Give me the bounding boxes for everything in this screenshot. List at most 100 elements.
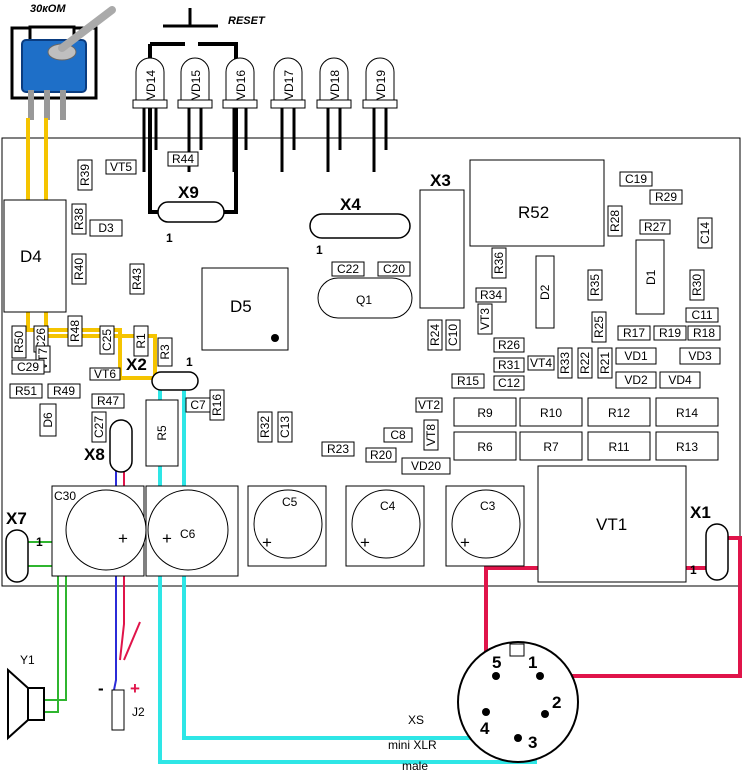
ic-d4	[3, 199, 67, 313]
part-label: R10	[540, 406, 562, 420]
pin-1-label: 1	[186, 355, 193, 369]
part-r28: R28	[607, 205, 623, 237]
pin-1-label: 1	[166, 231, 173, 245]
part-label: C20	[383, 262, 405, 276]
part-r31: R31	[493, 357, 525, 373]
part-r27: R27	[639, 219, 671, 235]
connector-x3	[419, 189, 465, 309]
xlr-pin-2: 2	[552, 693, 561, 712]
cap-c4: C4 +	[345, 485, 425, 567]
part-label: R15	[457, 374, 479, 388]
part-r23: R23	[321, 441, 355, 457]
d1-label: D1	[644, 269, 658, 285]
part-label: R7	[543, 440, 559, 454]
cap-c5: C5 +	[247, 485, 327, 567]
part-label: R21	[598, 352, 612, 374]
part-r14: R14	[655, 397, 719, 427]
svg-text:+: +	[118, 529, 128, 548]
part-label: R26	[498, 338, 520, 352]
part-label: D3	[98, 221, 114, 235]
crystal-q1	[317, 277, 413, 319]
led-vd14: VD14	[132, 57, 168, 172]
part-r18: R18	[687, 325, 721, 341]
reset-button: RESET	[163, 8, 266, 28]
part-label: R13	[676, 440, 698, 454]
part-label: C27	[92, 416, 106, 438]
part-r6: R6	[453, 431, 517, 461]
part-label: R22	[578, 352, 592, 374]
part-r20: R20	[365, 447, 397, 463]
part-r36: R36	[491, 247, 507, 279]
part-label: R5	[155, 425, 169, 441]
pin-1-label: 1	[316, 243, 323, 257]
reset-label: RESET	[228, 15, 266, 27]
led-vd15: VD15	[177, 57, 213, 172]
part-r11: R11	[587, 431, 651, 461]
part-label: R49	[53, 384, 75, 398]
part-r13: R13	[655, 431, 719, 461]
svg-text:+: +	[460, 533, 470, 552]
part-r35: R35	[587, 269, 603, 301]
part-label: R19	[659, 326, 681, 340]
part-label: R20	[370, 448, 392, 462]
part-label: C29	[17, 360, 39, 374]
jack-minus: -	[98, 679, 104, 698]
svg-text:C5: C5	[282, 495, 298, 509]
led-vd19: VD19	[362, 57, 398, 172]
part-label: D6	[41, 412, 55, 428]
part-label: R11	[608, 440, 629, 454]
part-label: C7	[190, 398, 206, 412]
part-label: R38	[72, 208, 86, 230]
connector-x3-label: X3	[430, 171, 451, 190]
part-label: R25	[592, 316, 606, 338]
part-r24: R24	[427, 319, 443, 351]
xlr-type: mini XLR	[388, 738, 437, 752]
part-vd2: VD2	[615, 371, 657, 389]
part-label: R31	[498, 358, 520, 372]
part-label: R14	[676, 406, 698, 420]
connector-x8	[109, 419, 133, 473]
cap-c3: C3 +	[445, 485, 525, 567]
part-label: VT8	[424, 424, 438, 446]
part-vt2: VT2	[415, 397, 443, 413]
part-r21: R21	[597, 347, 613, 379]
part-label: R29	[655, 190, 677, 204]
toggle-lever	[58, 6, 116, 52]
part-r34: R34	[475, 287, 507, 303]
connector-x7-label: X7	[6, 509, 27, 528]
d4-label: D4	[20, 247, 42, 266]
speaker-label: Y1	[20, 653, 35, 667]
part-r49: R49	[47, 383, 81, 399]
part-label: R24	[428, 324, 442, 346]
part-r1: R1	[133, 325, 149, 357]
part-d3: D3	[89, 219, 123, 237]
part-r50: R50	[11, 325, 27, 359]
connector-x1-label: X1	[690, 503, 711, 522]
part-label: VD4	[668, 373, 692, 387]
led-vd18: VD18	[316, 57, 352, 172]
jack-switch	[123, 621, 141, 661]
part-c11: C11	[685, 307, 719, 323]
part-label: C14	[698, 222, 712, 244]
part-label: C13	[278, 416, 292, 438]
part-label: VD20	[411, 459, 441, 473]
cap-c6: C6 +	[145, 485, 239, 577]
part-label: R28	[608, 210, 622, 232]
part-c10: C10	[445, 319, 461, 351]
part-label: R48	[68, 320, 82, 342]
led-label: VD15	[189, 70, 203, 100]
pin-1-label: 1	[690, 563, 697, 577]
part-r25: R25	[591, 311, 607, 343]
jack-label: J2	[132, 705, 145, 719]
part-c12: C12	[493, 375, 525, 391]
ic-d2	[535, 255, 555, 329]
green-wire	[18, 565, 59, 713]
part-label: R1	[134, 333, 148, 349]
part-label: C11	[691, 308, 712, 322]
part-r9: R9	[453, 397, 517, 427]
resistor-r52	[469, 159, 605, 247]
part-c27: C27	[91, 411, 107, 443]
r52-label: R52	[518, 203, 549, 222]
part-vt4: VT4	[527, 355, 555, 371]
